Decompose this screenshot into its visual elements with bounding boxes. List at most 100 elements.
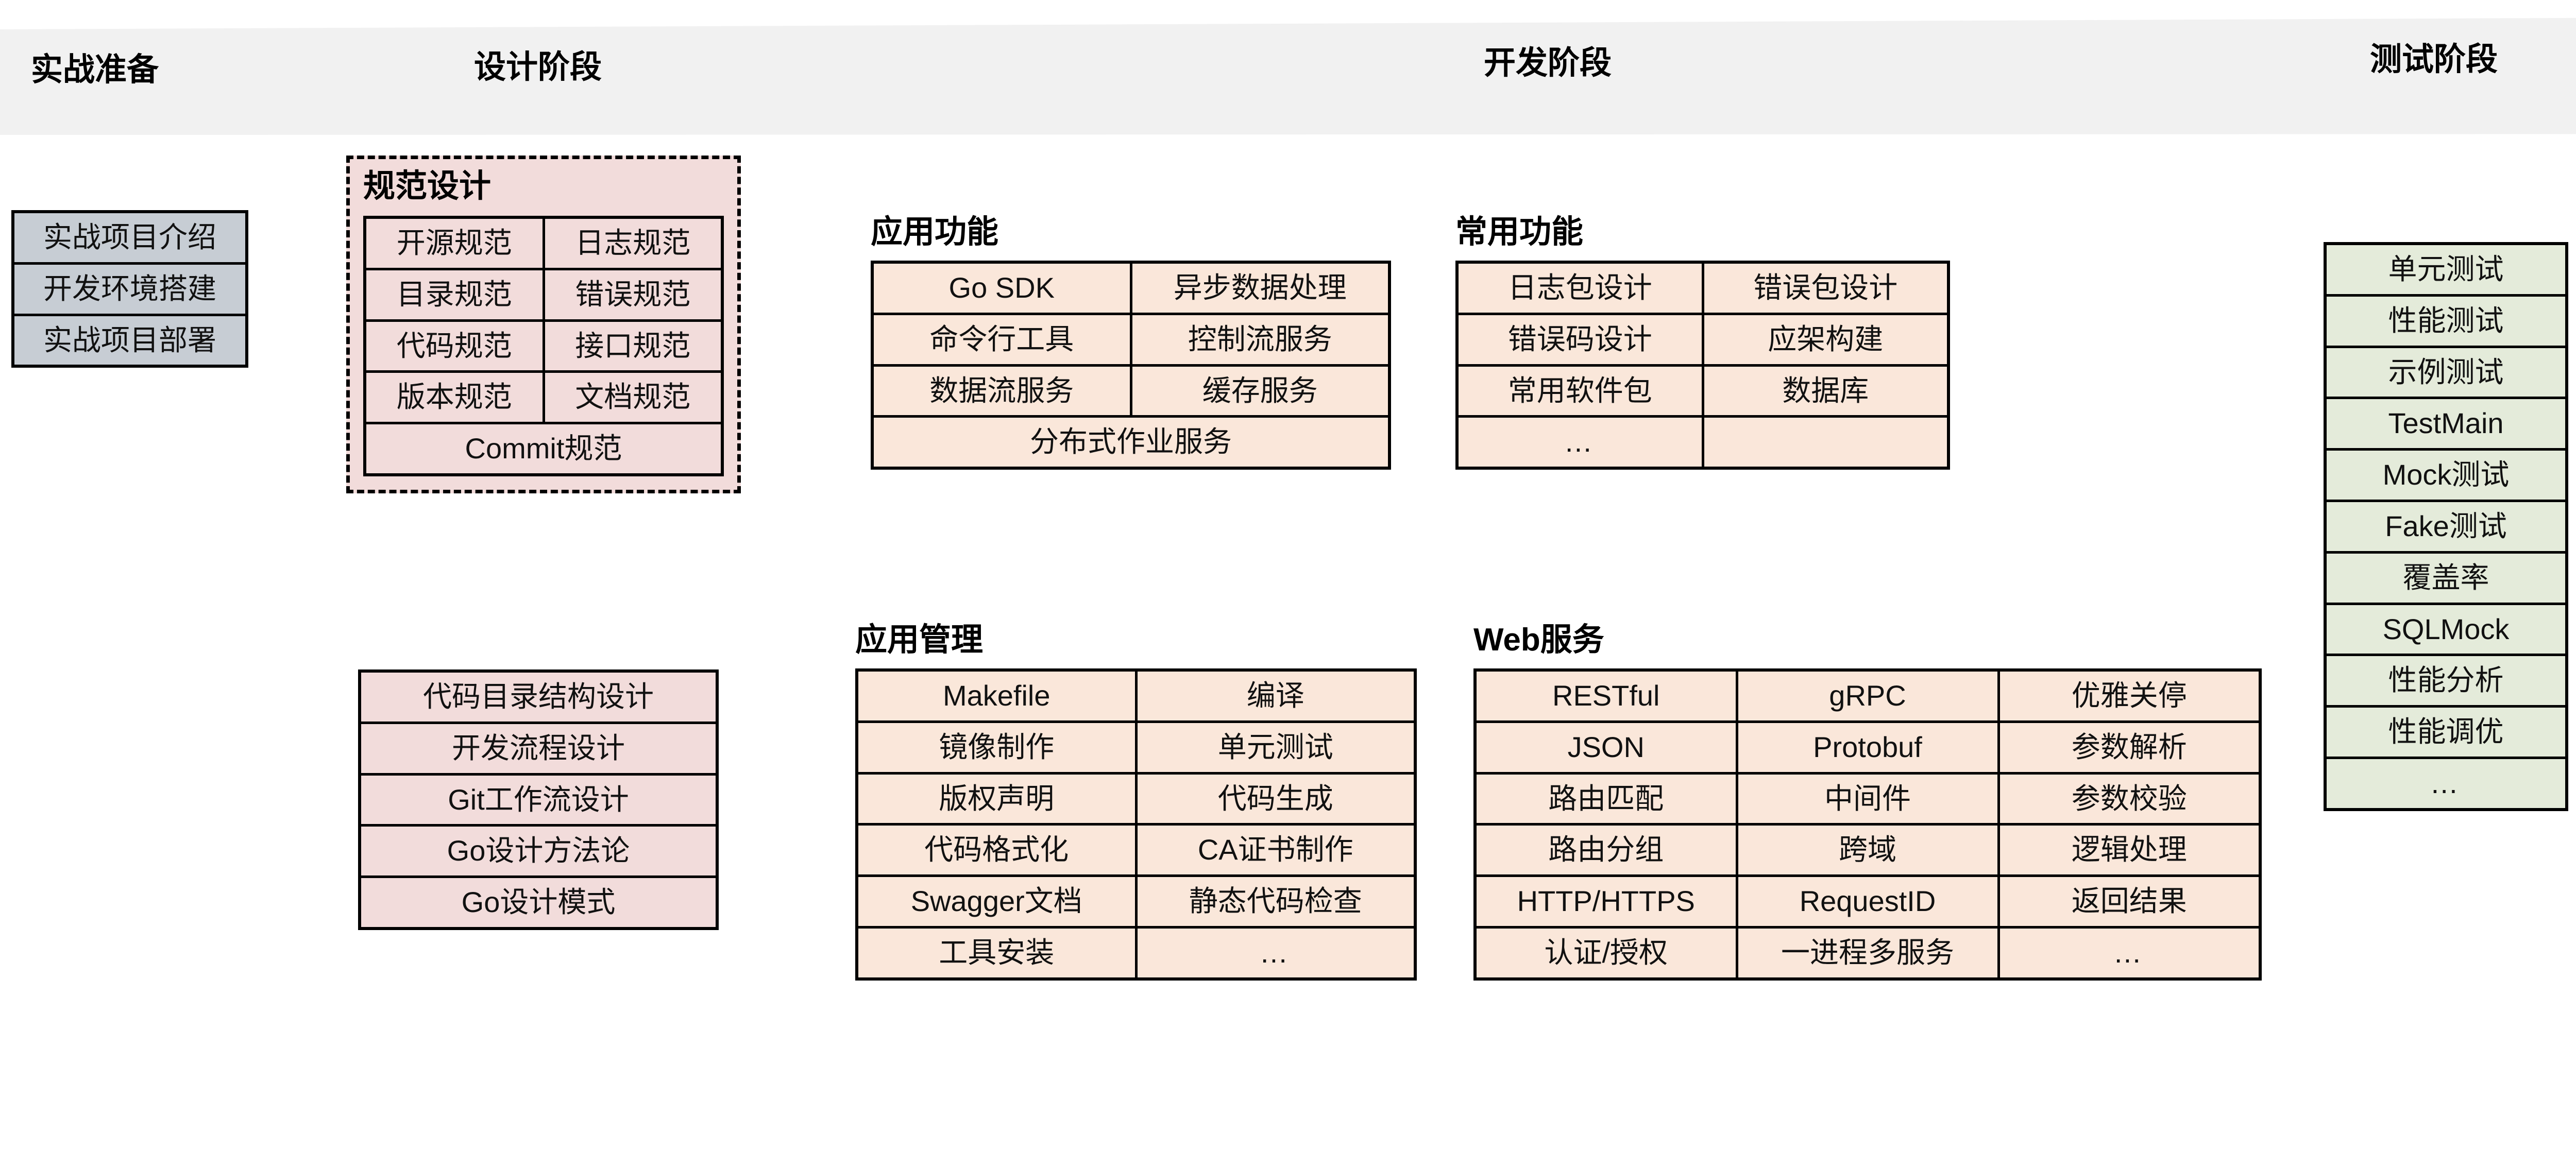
test-item-4[interactable]: Mock测试 [2324,448,2568,502]
spec-cell-2-1[interactable]: 接口规范 [542,319,724,373]
table-row[interactable]: 数据流服务 缓存服务 [871,364,1391,418]
commfn-cell-2-1[interactable]: 数据库 [1701,364,1950,418]
table-row[interactable]: Go设计方法论 [358,824,719,879]
table-row[interactable]: 版权声明 代码生成 [855,771,1417,826]
table-row[interactable]: 性能分析 [2324,654,2568,708]
table-row[interactable]: 覆盖率 [2324,551,2568,605]
web-cell-0-0[interactable]: RESTful [1473,668,1738,723]
table-row[interactable]: … [2324,756,2568,811]
table-row[interactable]: SQLMock [2324,602,2568,657]
appmg-cell-4-1[interactable]: 静态代码检查 [1134,874,1417,929]
web-cell-2-0[interactable]: 路由匹配 [1473,771,1738,826]
prep-item-0[interactable]: 实战项目介绍 [11,210,248,265]
appfn-cell-2-1[interactable]: 缓存服务 [1129,364,1391,418]
appmg-cell-0-1[interactable]: 编译 [1134,668,1417,723]
commfn-cell-0-1[interactable]: 错误包设计 [1701,261,1950,315]
web-cell-5-0[interactable]: 认证/授权 [1473,925,1738,981]
commfn-cell-0-0[interactable]: 日志包设计 [1455,261,1704,315]
web-cell-4-2[interactable]: 返回结果 [1997,874,2262,929]
test-item-10[interactable]: … [2324,756,2568,811]
spec-cell-2-0[interactable]: 代码规范 [363,319,545,373]
table-row[interactable]: RESTful gRPC 优雅关停 [1473,668,2262,723]
table-row[interactable]: 路由匹配 中间件 参数校验 [1473,771,2262,826]
design-item-0[interactable]: 代码目录结构设计 [358,669,719,724]
table-row[interactable]: 分布式作业服务 [871,415,1391,470]
table-row[interactable]: Swagger文档 静态代码检查 [855,874,1417,929]
table-row[interactable]: 目录规范 错误规范 [363,267,724,322]
web-cell-4-1[interactable]: RequestID [1735,874,2000,929]
appmg-cell-5-0[interactable]: 工具安装 [855,925,1138,981]
web-cell-4-0[interactable]: HTTP/HTTPS [1473,874,1738,929]
spec-cell-commit[interactable]: Commit规范 [363,422,724,476]
table-row[interactable]: 性能调优 [2324,705,2568,759]
test-item-8[interactable]: 性能分析 [2324,654,2568,708]
design-item-2[interactable]: Git工作流设计 [358,772,719,827]
spec-cell-0-1[interactable]: 日志规范 [542,216,724,270]
appfn-cell-0-1[interactable]: 异步数据处理 [1129,261,1391,315]
table-row[interactable]: Fake测试 [2324,499,2568,554]
test-item-5[interactable]: Fake测试 [2324,499,2568,554]
web-cell-2-2[interactable]: 参数校验 [1997,771,2262,826]
web-cell-1-1[interactable]: Protobuf [1735,720,2000,775]
spec-cell-3-1[interactable]: 文档规范 [542,370,724,425]
table-row[interactable]: 性能测试 [2324,294,2568,348]
table-row[interactable]: 命令行工具 控制流服务 [871,312,1391,367]
table-row[interactable]: Mock测试 [2324,448,2568,502]
test-item-2[interactable]: 示例测试 [2324,345,2568,400]
table-row[interactable]: 开源规范 日志规范 [363,216,724,270]
web-cell-0-2[interactable]: 优雅关停 [1997,668,2262,723]
web-cell-3-0[interactable]: 路由分组 [1473,823,1738,878]
table-row[interactable]: … [1455,415,1950,470]
table-row[interactable]: Go设计模式 [358,875,719,930]
web-cell-1-0[interactable]: JSON [1473,720,1738,775]
table-row[interactable]: Git工作流设计 [358,772,719,827]
appmg-cell-3-0[interactable]: 代码格式化 [855,823,1138,878]
appfn-cell-full[interactable]: 分布式作业服务 [871,415,1391,470]
table-row[interactable]: 实战项目介绍 [11,210,248,265]
appfn-cell-1-1[interactable]: 控制流服务 [1129,312,1391,367]
appfn-cell-1-0[interactable]: 命令行工具 [871,312,1132,367]
test-item-7[interactable]: SQLMock [2324,602,2568,657]
spec-cell-1-1[interactable]: 错误规范 [542,267,724,322]
appfn-cell-0-0[interactable]: Go SDK [871,261,1132,315]
prep-item-1[interactable]: 开发环境搭建 [11,262,248,316]
table-row[interactable]: 工具安装 … [855,925,1417,981]
design-item-3[interactable]: Go设计方法论 [358,824,719,879]
test-item-9[interactable]: 性能调优 [2324,705,2568,759]
table-row[interactable]: 示例测试 [2324,345,2568,400]
appmg-cell-1-1[interactable]: 单元测试 [1134,720,1417,775]
table-row[interactable]: 版本规范 文档规范 [363,370,724,425]
spec-cell-0-0[interactable]: 开源规范 [363,216,545,270]
table-row[interactable]: 实战项目部署 [11,313,248,368]
table-row[interactable]: 开发流程设计 [358,721,719,776]
appmg-cell-3-1[interactable]: CA证书制作 [1134,823,1417,878]
table-row[interactable]: 代码目录结构设计 [358,669,719,724]
appmg-cell-5-1[interactable]: … [1134,925,1417,981]
appmg-cell-0-0[interactable]: Makefile [855,668,1138,723]
web-cell-3-1[interactable]: 跨域 [1735,823,2000,878]
table-row[interactable]: 路由分组 跨域 逻辑处理 [1473,823,2262,878]
table-row[interactable]: JSON Protobuf 参数解析 [1473,720,2262,775]
web-cell-0-1[interactable]: gRPC [1735,668,2000,723]
table-row[interactable]: 常用软件包 数据库 [1455,364,1950,418]
table-row[interactable]: Go SDK 异步数据处理 [871,261,1391,315]
table-row[interactable]: Commit规范 [363,422,724,476]
table-row[interactable]: 镜像制作 单元测试 [855,720,1417,775]
commfn-cell-1-1[interactable]: 应架构建 [1701,312,1950,367]
table-row[interactable]: HTTP/HTTPS RequestID 返回结果 [1473,874,2262,929]
table-row[interactable]: Makefile 编译 [855,668,1417,723]
commfn-cell-2-0[interactable]: 常用软件包 [1455,364,1704,418]
table-row[interactable]: 错误码设计 应架构建 [1455,312,1950,367]
test-item-1[interactable]: 性能测试 [2324,294,2568,348]
appmg-cell-2-1[interactable]: 代码生成 [1134,771,1417,826]
web-cell-2-1[interactable]: 中间件 [1735,771,2000,826]
appmg-cell-4-0[interactable]: Swagger文档 [855,874,1138,929]
web-cell-5-1[interactable]: 一进程多服务 [1735,925,2000,981]
test-item-3[interactable]: TestMain [2324,397,2568,451]
appmg-cell-1-0[interactable]: 镜像制作 [855,720,1138,775]
design-item-4[interactable]: Go设计模式 [358,875,719,930]
design-item-1[interactable]: 开发流程设计 [358,721,719,776]
table-row[interactable]: 单元测试 [2324,242,2568,297]
web-cell-1-2[interactable]: 参数解析 [1997,720,2262,775]
web-cell-3-2[interactable]: 逻辑处理 [1997,823,2262,878]
